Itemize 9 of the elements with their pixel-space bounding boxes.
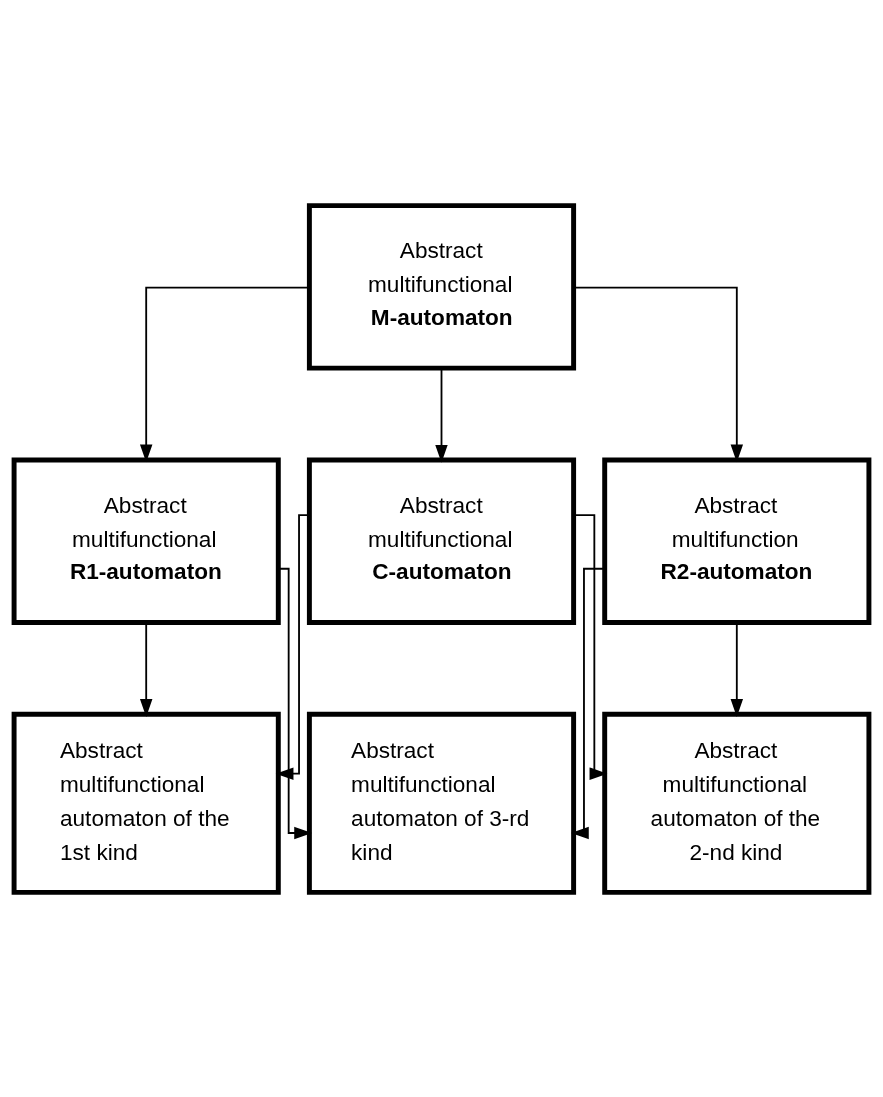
arrow xyxy=(435,367,448,463)
node-box: Abstract multifunctional C-automaton xyxy=(306,457,577,625)
arrow xyxy=(570,567,606,839)
node-box: Abstract multifunctional automaton of the 2-nd kind xyxy=(602,711,872,895)
node-box: Abstract multifunctional R1-automaton xyxy=(11,457,281,625)
node-box: Abstract multifunctional M-automaton xyxy=(306,202,577,371)
node-box: Abstract multifunctional automaton of the 1st kind xyxy=(11,711,281,895)
node-box: Abstract multifunction R2-automaton xyxy=(602,457,872,625)
node-box: Abstract multifunctional automaton of 3-rd kind xyxy=(306,711,577,895)
